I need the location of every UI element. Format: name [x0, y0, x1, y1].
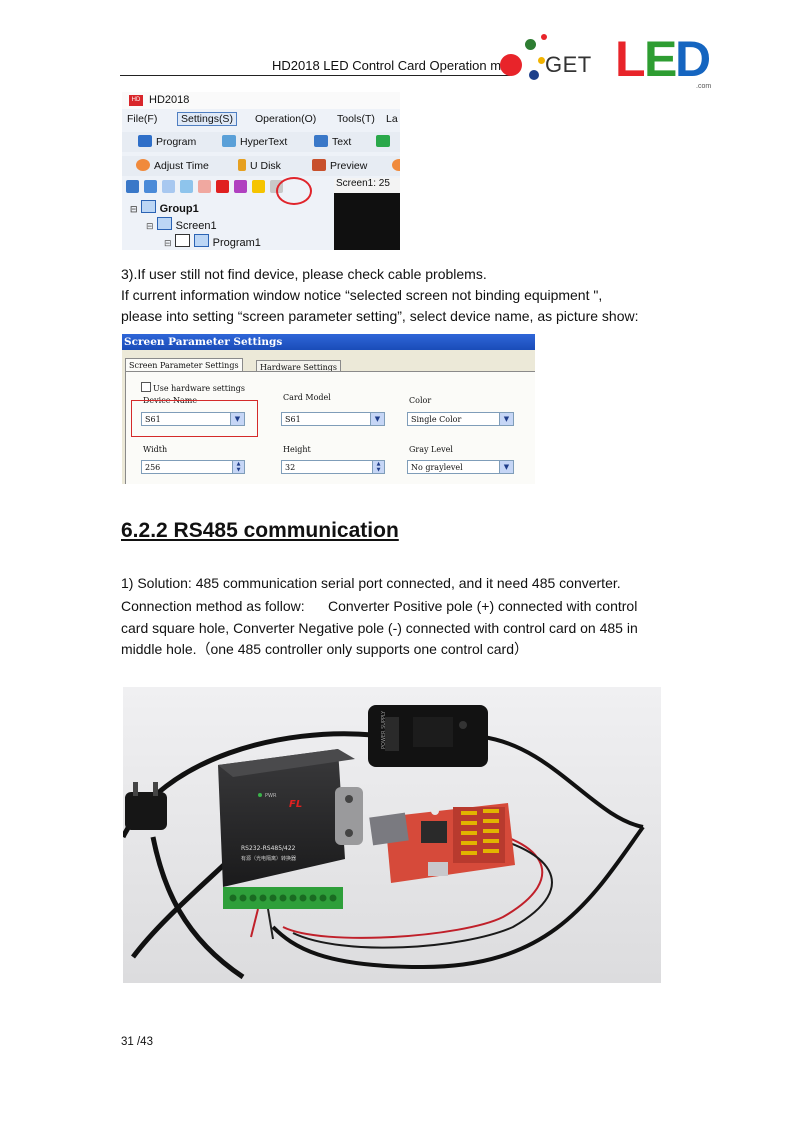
- paragraph-line: If current information window notice “se…: [121, 287, 603, 303]
- page-number: 31 /43: [121, 1036, 153, 1048]
- clock-icon: [136, 159, 150, 171]
- paragraph-line: middle hole.（one 485 controller only sup…: [121, 641, 529, 657]
- paragraph-line: card square hole, Converter Negative pol…: [121, 620, 638, 636]
- width-input[interactable]: 256▲▼: [141, 460, 245, 474]
- tab-hardware-settings[interactable]: Hardware Settings: [256, 360, 341, 374]
- section-heading: 6.2.2 RS485 communication: [121, 519, 399, 542]
- group-icon: [140, 200, 156, 213]
- use-hardware-settings-checkbox[interactable]: Use hardware settings: [141, 382, 245, 393]
- spinner-icon[interactable]: ▲▼: [372, 461, 384, 473]
- screen-settings-icon[interactable]: [126, 180, 139, 193]
- preview-button[interactable]: Preview: [312, 159, 367, 172]
- pwr-label: PWR: [265, 793, 277, 799]
- device-name-select[interactable]: S61▼: [141, 412, 245, 426]
- logo-com-text: .com: [696, 83, 712, 90]
- app-titlebar: HD HD2018: [122, 92, 400, 109]
- screen-preview-pane: Screen1: 25: [334, 178, 400, 250]
- paragraph-line: please into setting “screen parameter se…: [121, 308, 639, 324]
- copy-icon[interactable]: [162, 180, 175, 193]
- preview-icon: [312, 159, 326, 171]
- logo-letter-e: E: [644, 31, 678, 87]
- logo-dot-blue: [529, 70, 539, 80]
- device-name-highlight-box: [131, 400, 258, 437]
- checkbox-icon: [174, 234, 190, 247]
- search-device-icon[interactable]: [252, 180, 265, 193]
- menu-language[interactable]: La: [386, 113, 398, 125]
- program-icon: [193, 234, 209, 247]
- power-adapter: POWER SUPPLY: [368, 705, 488, 767]
- move-up-icon[interactable]: [180, 180, 193, 193]
- check-icon[interactable]: [234, 180, 247, 193]
- logo-get-text: GET: [545, 52, 592, 77]
- adapter-label: POWER SUPPLY: [381, 710, 387, 749]
- logo-letter-d: D: [675, 31, 712, 87]
- program-icon: [138, 135, 152, 147]
- height-input[interactable]: 32▲▼: [281, 460, 385, 474]
- chevron-down-icon: ▼: [499, 413, 513, 425]
- chevron-down-icon: ▼: [370, 413, 384, 425]
- more-icon[interactable]: [392, 159, 400, 172]
- usb-icon: [238, 159, 246, 171]
- dialog-title: Screen Parameter Settings: [122, 334, 535, 350]
- u-disk-button[interactable]: U Disk: [238, 159, 281, 172]
- logo-dot-red: [500, 54, 522, 76]
- spinner-icon[interactable]: ▲▼: [232, 461, 244, 473]
- logo-dot-green: [525, 39, 536, 50]
- header-rule: [120, 75, 510, 76]
- cube-icon[interactable]: [376, 135, 394, 148]
- menu-tools[interactable]: Tools(T): [337, 113, 375, 125]
- tab-screen-parameter-settings[interactable]: Screen Parameter Settings: [125, 358, 243, 372]
- logo-letter-l: L: [615, 31, 646, 87]
- width-label: Width: [143, 445, 168, 454]
- text-button[interactable]: Text: [314, 135, 351, 148]
- adjust-time-button[interactable]: Adjust Time: [136, 159, 209, 172]
- power-plug: [125, 782, 167, 830]
- tree-group[interactable]: ⊟ Group1: [130, 200, 199, 215]
- add-group-icon[interactable]: [144, 180, 157, 193]
- logo-dot-yellow: [538, 57, 545, 64]
- card-model-select[interactable]: S61▼: [281, 412, 385, 426]
- tree-screen[interactable]: ⊟ Screen1: [146, 217, 217, 232]
- screen-icon: [156, 217, 172, 230]
- chevron-down-icon: ▼: [499, 461, 513, 473]
- screen-parameter-settings-screenshot: Screen Parameter Settings Screen Paramet…: [122, 334, 535, 484]
- color-label: Color: [409, 396, 432, 405]
- tree-program[interactable]: ⊟ Program1: [164, 234, 261, 249]
- toolbar-primary: Program HyperText Text: [122, 132, 400, 152]
- height-label: Height: [283, 445, 311, 454]
- delete-icon[interactable]: [216, 180, 229, 193]
- toolbar-secondary: Adjust Time U Disk Preview: [122, 156, 400, 176]
- move-down-icon[interactable]: [198, 180, 211, 193]
- screen-preview-label: Screen1: 25: [334, 178, 400, 193]
- hypertext-icon: [222, 135, 236, 147]
- menu-bar: File(F) Settings(S) Operation(O) Tools(T…: [122, 111, 400, 128]
- gray-level-label: Gray Level: [409, 445, 453, 454]
- converter-model: RS232-RS485/422: [241, 845, 296, 852]
- paragraph-line: 3).If user still not find device, please…: [121, 266, 487, 282]
- highlight-circle: [276, 177, 312, 205]
- hypertext-button[interactable]: HyperText: [222, 135, 287, 148]
- menu-file[interactable]: File(F): [127, 113, 158, 125]
- rs485-converter: PWR FL RS232-RS485/422 有源（光电隔离）转换器: [218, 749, 363, 940]
- converter-subtitle: 有源（光电隔离）转换器: [241, 855, 296, 862]
- gray-level-select[interactable]: No graylevel▼: [407, 460, 514, 474]
- header-title: HD2018 LED Control Card Operation ma: [272, 58, 509, 73]
- rs485-connection-photo: POWER SUPPLY PWR FL RS232-RS485/422 有源（光…: [123, 687, 661, 983]
- hd-app-icon: HD: [129, 95, 143, 106]
- paragraph-line: 1) Solution: 485 communication serial po…: [121, 575, 621, 591]
- paragraph-line: Connection method as follow: Converter P…: [121, 598, 638, 614]
- color-select[interactable]: Single Color▼: [407, 412, 514, 426]
- led-control-card: [369, 803, 515, 883]
- text-icon: [314, 135, 328, 147]
- logo-dot-orange: [541, 34, 547, 40]
- menu-operation[interactable]: Operation(O): [255, 113, 317, 125]
- app-title: HD2018: [149, 94, 190, 106]
- hd2018-screenshot: HD HD2018 File(F) Settings(S) Operation(…: [122, 92, 400, 250]
- igetled-logo: GET L E D .com: [498, 30, 718, 94]
- card-model-label: Card Model: [283, 393, 331, 402]
- program-button[interactable]: Program: [138, 135, 196, 148]
- converter-brand: FL: [289, 799, 302, 810]
- chevron-down-icon: ▼: [230, 413, 244, 425]
- menu-settings[interactable]: Settings(S): [177, 112, 237, 126]
